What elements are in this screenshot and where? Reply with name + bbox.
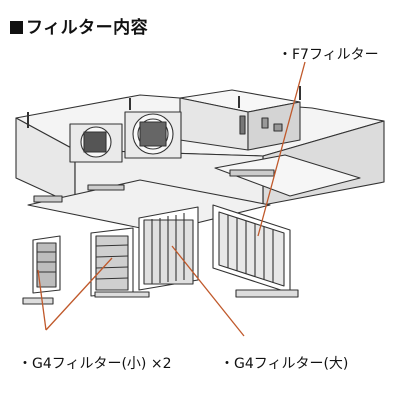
label-f7-filter: ・F7フィルター xyxy=(278,47,379,63)
filter-housing xyxy=(27,154,361,233)
f7-filter xyxy=(212,204,291,294)
leader-f7 xyxy=(257,61,306,237)
g4-large-filter xyxy=(138,206,199,291)
leader-g4-small-1 xyxy=(37,269,47,331)
leader-g4-small-2 xyxy=(45,257,113,331)
hanging-bolts xyxy=(27,86,301,128)
leader-g4-large xyxy=(171,245,245,337)
leader-lines xyxy=(37,61,306,337)
duct-collar-right xyxy=(124,111,182,159)
label-g4-large-filter: ・G4フィルター(大) xyxy=(220,356,349,372)
guide-rails xyxy=(22,289,299,305)
g4-small-filter-1 xyxy=(32,235,61,294)
heading-text: フィルター内容 xyxy=(26,18,149,38)
control-box xyxy=(179,89,301,151)
duct-collar-left xyxy=(69,123,123,163)
square-bullet-icon xyxy=(10,21,23,34)
g4-small-filter-2 xyxy=(90,227,134,297)
label-g4-small-filter: ・G4フィルター(小) ×2 xyxy=(18,356,172,372)
section-heading: フィルター内容 xyxy=(10,13,148,38)
